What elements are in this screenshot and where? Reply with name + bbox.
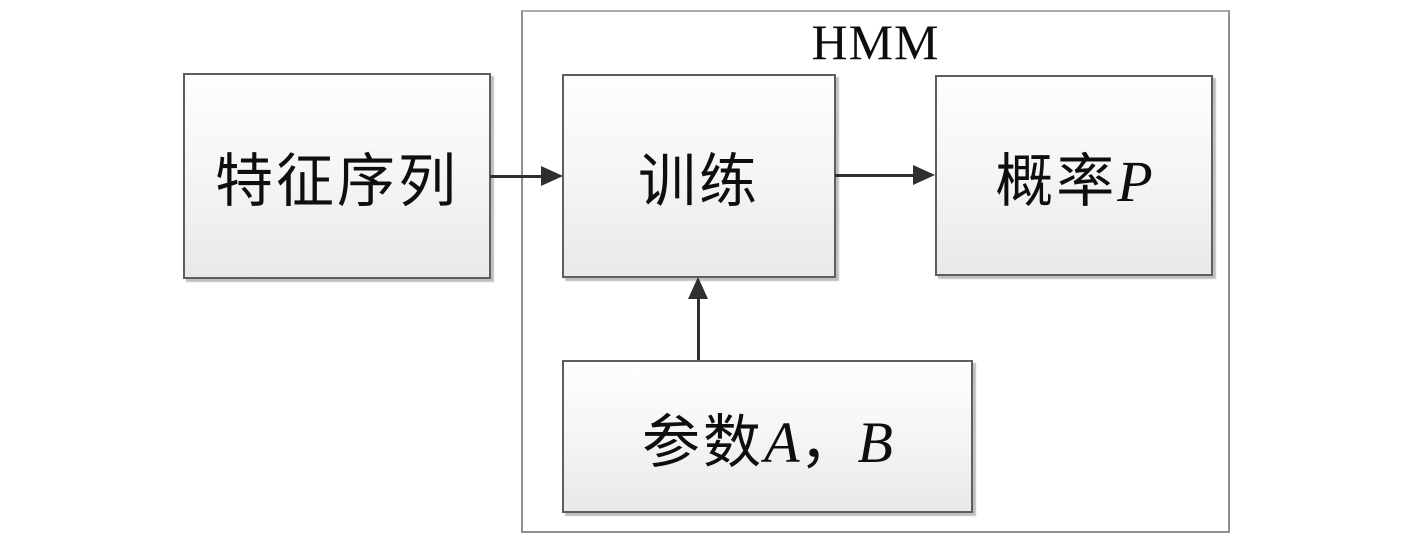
node-parameters: 参数A，B xyxy=(562,360,973,513)
node-parameters-label: 参数A，B xyxy=(642,395,893,479)
arrow-training-to-probability-head-icon xyxy=(913,165,935,185)
arrow-feature-to-training-head-icon xyxy=(541,166,563,186)
node-parameters-variable-a: A xyxy=(764,409,800,475)
node-parameters-variable-b: B xyxy=(857,409,893,475)
node-feature-sequence-label: 特征序列 xyxy=(214,149,459,214)
node-probability-variable: P xyxy=(1117,148,1153,214)
arrow-training-to-probability-line xyxy=(835,174,915,177)
arrow-parameters-to-training-head-icon xyxy=(688,277,708,299)
node-parameters-text: 参数 xyxy=(642,409,765,475)
node-feature-sequence: 特征序列 xyxy=(183,73,491,279)
node-training-label: 训练 xyxy=(637,149,760,214)
node-probability-label: 概率P xyxy=(995,134,1152,218)
hmm-group-label: HMM xyxy=(811,14,940,70)
arrow-feature-to-training-line xyxy=(490,175,543,178)
node-probability: 概率P xyxy=(935,75,1213,276)
node-training: 训练 xyxy=(562,74,836,278)
arrow-parameters-to-training-line xyxy=(697,297,700,360)
hmm-group-box: HMM xyxy=(521,10,1230,533)
node-parameters-separator: ， xyxy=(799,409,858,475)
node-probability-text: 概率 xyxy=(995,148,1118,214)
